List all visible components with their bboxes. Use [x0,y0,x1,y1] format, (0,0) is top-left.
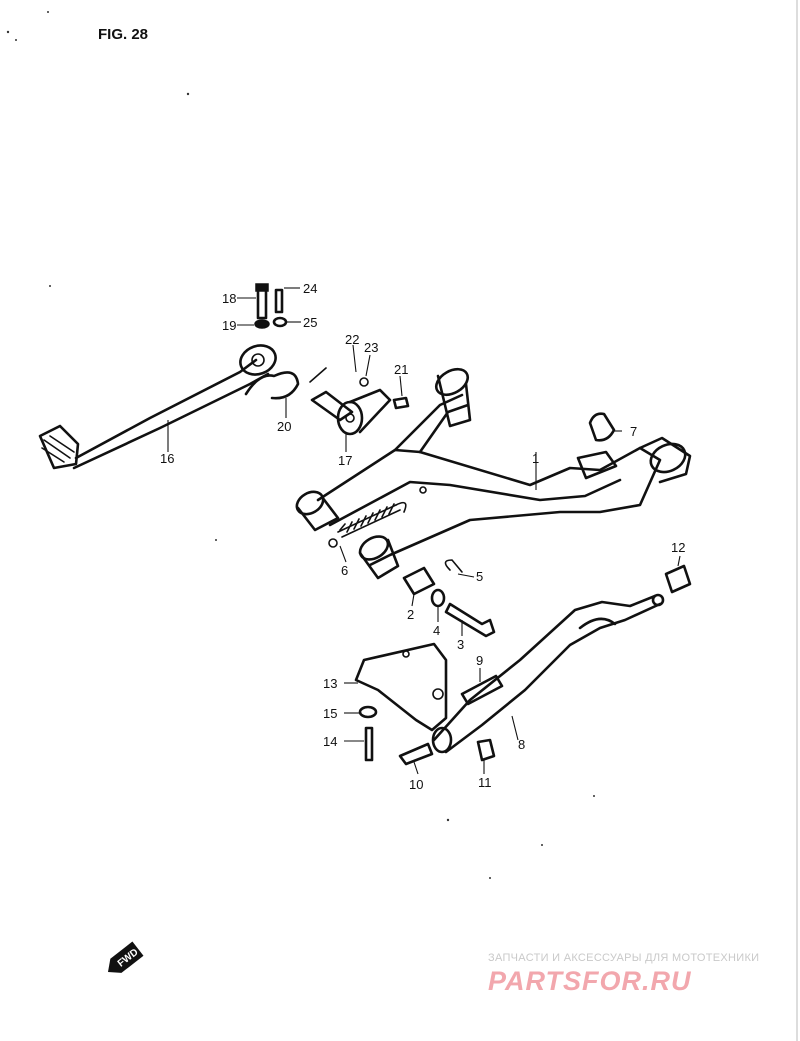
callout-20: 20 [277,419,291,434]
callout-19: 19 [222,318,236,333]
callout-11: 11 [478,775,492,790]
callout-3: 3 [457,637,464,652]
callout-7: 7 [630,424,637,439]
figure-title: FIG. 28 [98,26,148,43]
callout-8: 8 [518,737,525,752]
brake-pedal [38,344,277,470]
callout-12: 12 [671,540,685,555]
callout-4: 4 [433,623,440,638]
callout-2: 2 [407,607,414,622]
return-spring [244,367,327,400]
callout-9: 9 [476,653,483,668]
callout-25: 25 [303,315,317,330]
pedal-hardware [254,283,410,410]
side-stand-bracket [354,642,448,732]
callout-21: 21 [394,362,408,377]
callout-1: 1 [532,451,539,466]
callout-10: 10 [409,777,423,792]
callout-6: 6 [341,563,348,578]
callout-18: 18 [222,291,236,306]
callout-5: 5 [476,569,483,584]
watermark-tagline: ЗАПЧАСТИ И АКСЕССУАРЫ ДЛЯ МОТОТЕХНИКИ [488,952,759,964]
pivot-hardware [402,559,496,638]
fwd-arrow: FWD [108,941,144,973]
stand-spring [328,501,407,548]
stopper-7 [588,412,616,442]
callout-24: 24 [303,281,317,296]
watermark: ЗАПЧАСТИ И АКСЕССУАРЫ ДЛЯ МОТОТЕХНИКИ PA… [488,952,759,996]
leader-lines [167,287,681,775]
callout-23: 23 [364,340,378,355]
callout-16: 16 [160,451,174,466]
callout-labels: 18 19 24 25 22 23 21 20 17 16 1 7 6 5 2 … [160,281,685,792]
side-stand-hardware [358,674,504,766]
scan-specks [6,11,595,879]
watermark-logo: PARTSFOR.RU [488,966,692,996]
side-stand [431,593,665,754]
center-stand-frame [295,367,692,580]
callout-13: 13 [323,676,337,691]
callout-15: 15 [323,706,337,721]
stopper-12 [664,564,692,594]
callout-22: 22 [345,332,359,347]
callout-17: 17 [338,453,352,468]
callout-14: 14 [323,734,337,749]
brake-shaft-arm [310,388,392,436]
